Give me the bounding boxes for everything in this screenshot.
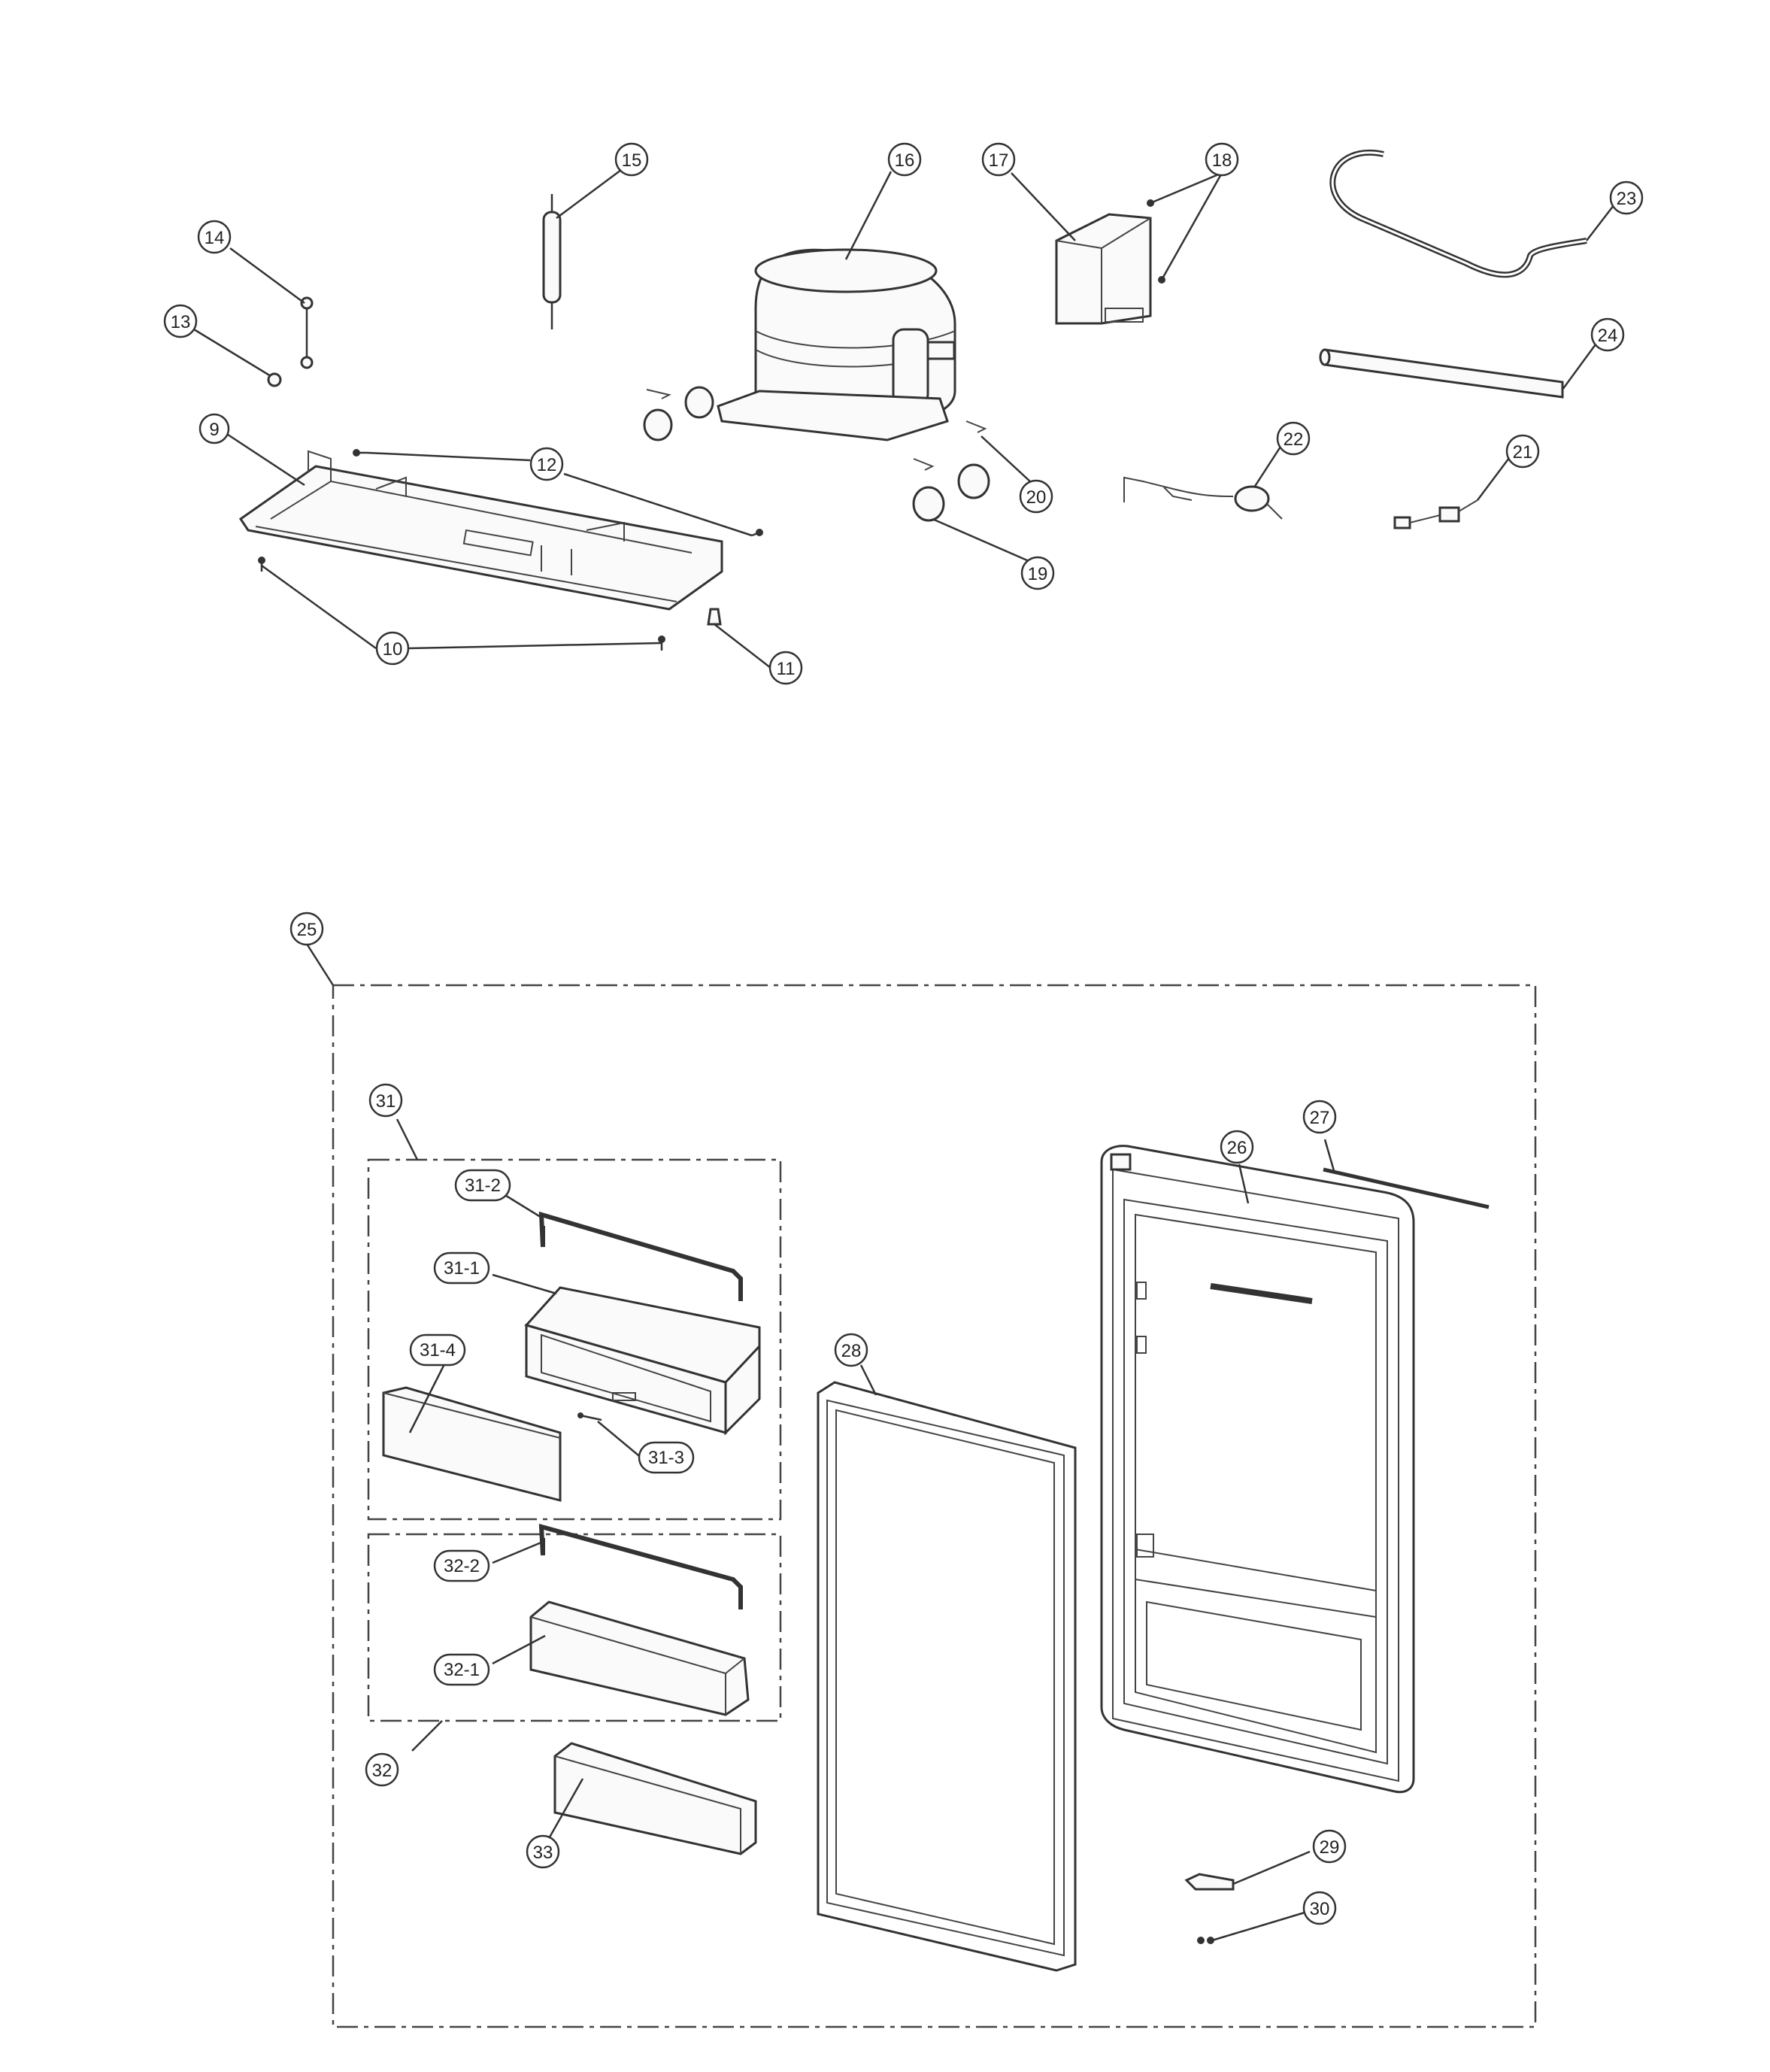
svg-text:32-1: 32-1	[444, 1660, 480, 1680]
svg-text:13: 13	[171, 312, 191, 332]
svg-text:33: 33	[533, 1843, 553, 1863]
svg-text:28: 28	[841, 1341, 862, 1361]
callout-27: 27	[1302, 1100, 1337, 1134]
hinge-part-29	[1184, 1873, 1235, 1891]
door-assembly-boundary	[332, 984, 1537, 2028]
rubber-grommet-part-19	[643, 386, 990, 522]
svg-text:32: 32	[372, 1761, 392, 1781]
callout-24: 24	[1590, 317, 1625, 352]
svg-text:10: 10	[383, 639, 403, 660]
shelf-part-33	[553, 1742, 757, 1855]
panel-part-31-4	[382, 1386, 562, 1502]
bar-part-32-2	[538, 1524, 743, 1609]
callout-31-4: 31-4	[409, 1333, 466, 1367]
callout-21: 21	[1505, 434, 1540, 469]
svg-text:9: 9	[209, 420, 219, 440]
strip-part-27	[1323, 1167, 1490, 1209]
callout-16: 16	[887, 142, 922, 177]
callout-25: 25	[289, 912, 324, 946]
callout-30: 30	[1302, 1891, 1337, 1925]
callout-18: 18	[1205, 142, 1239, 177]
callout-31-3: 31-3	[638, 1441, 695, 1474]
svg-text:18: 18	[1212, 150, 1232, 171]
svg-text:27: 27	[1310, 1108, 1330, 1128]
svg-text:31-4: 31-4	[420, 1340, 456, 1361]
callout-32-1: 32-1	[433, 1653, 490, 1686]
callout-23: 23	[1609, 181, 1644, 215]
svg-text:12: 12	[537, 455, 557, 475]
svg-text:31-1: 31-1	[444, 1258, 480, 1279]
callout-14: 14	[197, 220, 232, 254]
svg-text:11: 11	[777, 659, 796, 679]
svg-text:29: 29	[1320, 1837, 1340, 1858]
base-plate-part-9	[238, 450, 723, 611]
relay-cover-part-17	[1055, 213, 1152, 325]
svg-text:31-2: 31-2	[465, 1176, 501, 1196]
grommet-part-13	[267, 372, 282, 387]
screw-part-30	[1197, 1937, 1214, 1944]
callout-29: 29	[1312, 1829, 1347, 1864]
svg-text:30: 30	[1310, 1899, 1330, 1919]
door-basket-group-boundary	[367, 1158, 782, 1521]
svg-text:24: 24	[1598, 326, 1618, 346]
callout-32-2: 32-2	[433, 1549, 490, 1582]
svg-text:14: 14	[205, 228, 225, 248]
callout-32: 32	[365, 1752, 399, 1787]
clip-part-14	[300, 296, 314, 369]
compressor-part-16	[717, 248, 956, 441]
callout-20: 20	[1019, 479, 1053, 514]
callout-9: 9	[199, 413, 230, 444]
power-cord-part-22	[1123, 476, 1283, 520]
tube-part-23	[1329, 150, 1587, 278]
bar-part-31-2	[538, 1211, 743, 1301]
svg-text:16: 16	[895, 150, 915, 171]
callout-17: 17	[981, 142, 1016, 177]
svg-text:23: 23	[1617, 189, 1637, 209]
dryer-filter-part-15	[542, 194, 562, 329]
svg-text:25: 25	[297, 920, 317, 940]
callout-19: 19	[1020, 556, 1055, 590]
callout-13: 13	[163, 304, 198, 338]
svg-text:20: 20	[1026, 487, 1047, 508]
pipe-insulation-part-24	[1319, 348, 1564, 399]
basket-part-31-1	[524, 1286, 761, 1436]
door-part-26	[1100, 1145, 1415, 1794]
callout-31-2: 31-2	[454, 1169, 511, 1202]
callout-31-1: 31-1	[433, 1251, 490, 1285]
svg-text:31: 31	[376, 1091, 396, 1112]
svg-text:15: 15	[622, 150, 642, 171]
callout-15: 15	[614, 142, 649, 177]
svg-text:22: 22	[1284, 429, 1304, 450]
wire-harness-part-21	[1393, 499, 1478, 529]
bolt-part-11	[707, 608, 722, 626]
shelf-part-32-1	[529, 1600, 750, 1716]
svg-text:26: 26	[1227, 1138, 1247, 1158]
callout-10: 10	[375, 631, 410, 666]
callout-26: 26	[1220, 1130, 1254, 1164]
svg-text:21: 21	[1513, 442, 1533, 463]
callout-28: 28	[834, 1333, 868, 1367]
door-gasket-part-28	[817, 1381, 1077, 1972]
screw-part-31-3	[577, 1412, 602, 1421]
screw-part-12	[353, 449, 763, 537]
svg-text:32-2: 32-2	[444, 1556, 480, 1576]
leader-lines	[193, 168, 1617, 1942]
svg-text:19: 19	[1028, 564, 1048, 584]
callout-11: 11	[768, 651, 803, 685]
callout-12: 12	[529, 447, 564, 481]
svg-text:17: 17	[989, 150, 1009, 171]
clip-part-20	[646, 389, 987, 471]
callout-33: 33	[526, 1834, 560, 1869]
svg-text:31-3: 31-3	[648, 1448, 684, 1468]
callout-22: 22	[1276, 421, 1311, 456]
callout-31: 31	[368, 1083, 403, 1118]
